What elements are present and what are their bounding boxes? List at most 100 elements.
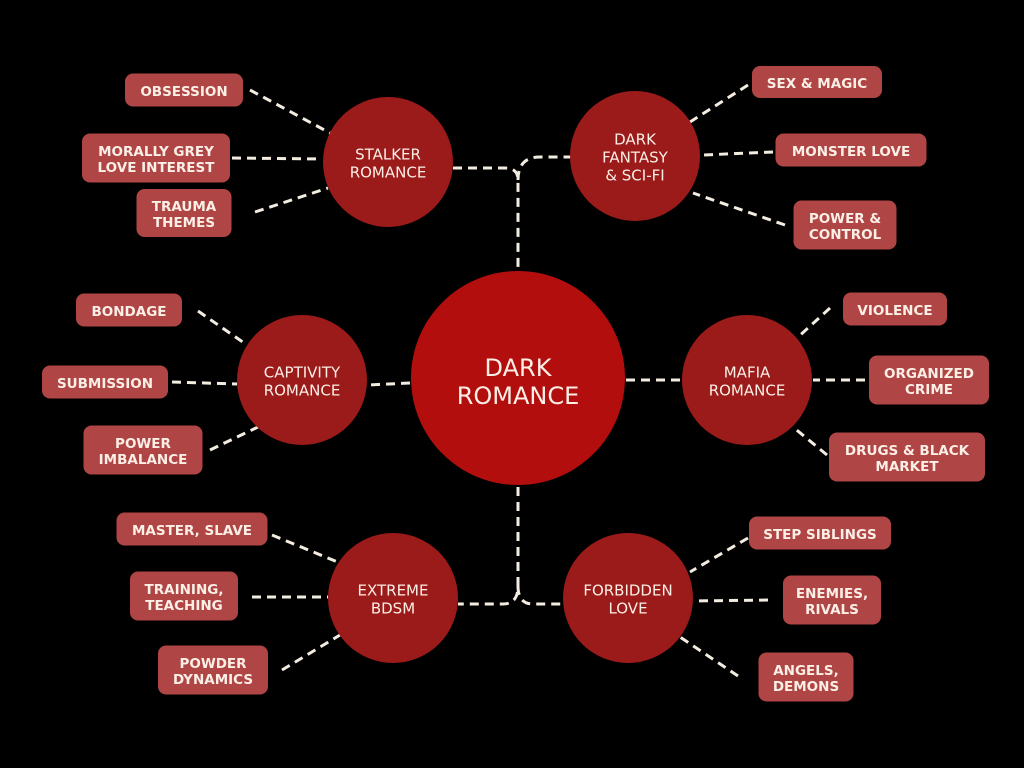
connector-fantasy: [516, 155, 571, 181]
tag-label-line: SEX & MAGIC: [767, 76, 868, 92]
category-label-line: ROMANCE: [264, 381, 341, 399]
tag-label-line: CRIME: [905, 382, 953, 398]
tag-pill-background: [42, 365, 168, 399]
tag-label: POWER &CONTROL: [809, 211, 882, 243]
category-label-line: CAPTIVITY: [264, 363, 341, 381]
tag-connector: [689, 83, 749, 124]
category-circle: [323, 97, 453, 227]
category-label-line: ROMANCE: [709, 381, 786, 399]
tag-connector: [281, 633, 341, 672]
tag-label-line: POWDER: [179, 656, 247, 672]
tag-connector: [679, 635, 739, 678]
category-label-line: ROMANCE: [350, 163, 427, 181]
tag-pill-background: [758, 652, 854, 702]
tag-connector: [795, 306, 832, 340]
tag-label-line: CONTROL: [809, 227, 882, 243]
tag-label: BONDAGE: [91, 304, 166, 320]
tag-label-line: THEMES: [153, 215, 215, 231]
tag-pill: MONSTER LOVE: [775, 133, 927, 167]
tag-pill: ENEMIES,RIVALS: [783, 575, 881, 625]
category-circle: [682, 315, 812, 445]
category-circle: [328, 533, 458, 663]
tag-pill-background: [125, 73, 243, 107]
category-label-line: LOVE: [608, 599, 647, 617]
tag-label-line: MARKET: [875, 459, 939, 475]
tag-label: SEX & MAGIC: [767, 76, 868, 92]
tag-label-line: BONDAGE: [91, 304, 166, 320]
tag-pill-background: [83, 425, 203, 475]
category-label-line: EXTREME: [358, 581, 429, 599]
connector-bdsm: [458, 487, 520, 606]
tag-label: OBSESSION: [140, 84, 227, 100]
tag-label-line: MASTER, SLAVE: [132, 523, 252, 539]
tag-pill: STEP SIBLINGS: [749, 516, 891, 550]
tag-pill: MASTER, SLAVE: [116, 512, 268, 546]
tag-pill: VIOLENCE: [843, 292, 947, 326]
tag-label-line: SUBMISSION: [57, 376, 153, 392]
tag-label-line: DYNAMICS: [173, 672, 253, 688]
tag-label-line: ORGANIZED: [884, 366, 974, 382]
tag-label-line: TEACHING: [145, 598, 223, 614]
connector-stalker-fantasy: [453, 166, 520, 270]
tag-label: ANGELS,DEMONS: [773, 663, 839, 695]
tag-connector: [271, 533, 341, 565]
tag-connector: [792, 425, 828, 457]
tag-connector: [689, 536, 749, 574]
tag-pill-background: [869, 355, 989, 405]
tag-label: ENEMIES,RIVALS: [796, 586, 868, 618]
tag-connector: [249, 88, 331, 135]
tag-pill-background: [843, 292, 947, 326]
tag-label-line: STEP SIBLINGS: [763, 527, 877, 543]
tag-label-line: ANGELS,: [773, 663, 839, 679]
tag-label-line: VIOLENCE: [857, 303, 932, 319]
tag-label-line: DRUGS & BLACK: [845, 443, 970, 459]
category-label-line: & SCI-FI: [605, 166, 664, 184]
tag-pill: OBSESSION: [125, 73, 243, 107]
connector-forbidden: [516, 585, 563, 606]
center-label-line: ROMANCE: [457, 382, 580, 410]
tag-label: SUBMISSION: [57, 376, 153, 392]
category-label-line: STALKER: [355, 145, 421, 163]
tag-pill-background: [76, 293, 182, 327]
tag-label: VIOLENCE: [857, 303, 932, 319]
tag-pill-background: [158, 645, 268, 695]
tag-label: TRAINING,TEACHING: [145, 582, 224, 614]
tag-label-line: MONSTER LOVE: [792, 144, 910, 160]
category-label-line: DARK: [614, 130, 657, 148]
connector-captivity: [367, 381, 411, 387]
tag-connector: [254, 186, 329, 214]
tag-label-line: MORALLY GREY: [98, 144, 214, 160]
category-label-line: BDSM: [371, 599, 415, 617]
tag-label: MONSTER LOVE: [792, 144, 910, 160]
tag-pill-background: [82, 133, 230, 183]
tag-label: STEP SIBLINGS: [763, 527, 877, 543]
tag-pill-background: [783, 575, 881, 625]
tag-pill-background: [752, 66, 882, 98]
tag-pill-background: [749, 516, 891, 550]
tag-connector: [692, 191, 786, 227]
